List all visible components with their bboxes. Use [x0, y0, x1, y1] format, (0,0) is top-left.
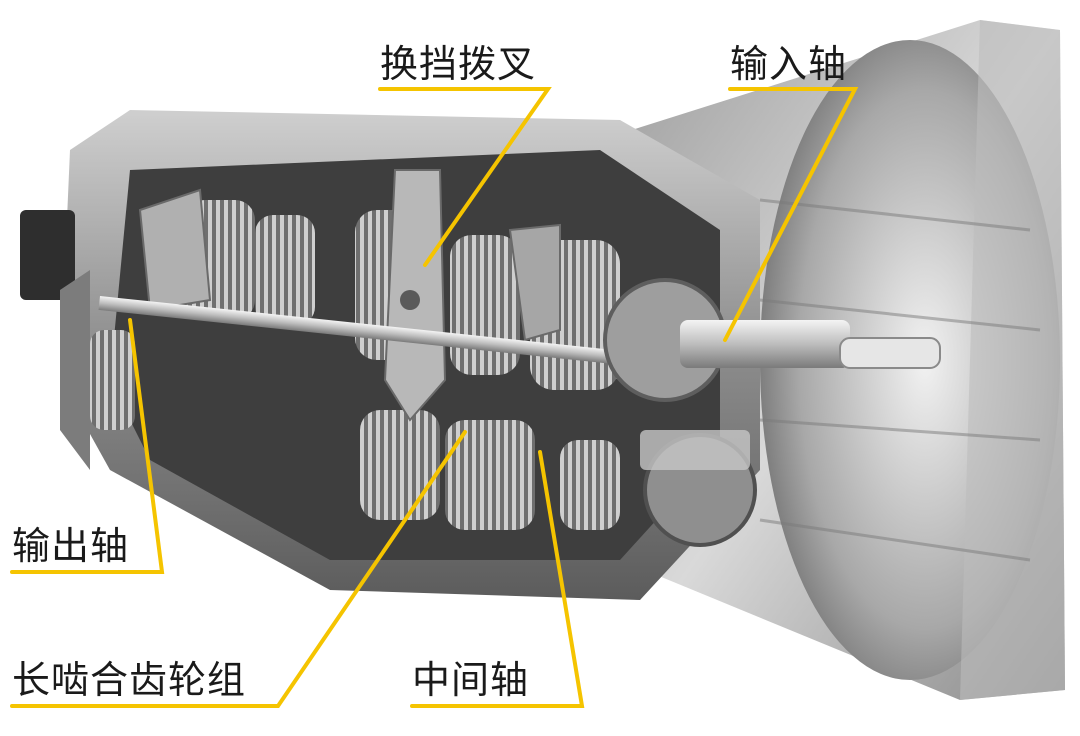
shift-forks: [138, 169, 561, 422]
label-gearset: 长啮合齿轮组: [12, 658, 247, 702]
callout-lines: [10, 87, 859, 708]
pump-assembly: [640, 430, 757, 547]
selector-rod: [98, 296, 618, 365]
label-shift-fork: 换挡拨叉: [380, 42, 537, 86]
callout-line-input-shaft: [723, 87, 859, 342]
callout-line-countershaft: [410, 450, 585, 708]
label-countershaft: 中间轴: [412, 658, 530, 702]
label-output-shaft: 输出轴: [12, 524, 130, 568]
input-shaft-part: [603, 278, 941, 402]
callout-line-gearset: [10, 430, 467, 708]
rear-housing: [20, 210, 90, 470]
callout-line-shift-fork: [378, 87, 552, 267]
label-input-shaft: 输入轴: [730, 42, 848, 86]
callout-line-output-shaft: [10, 318, 165, 574]
